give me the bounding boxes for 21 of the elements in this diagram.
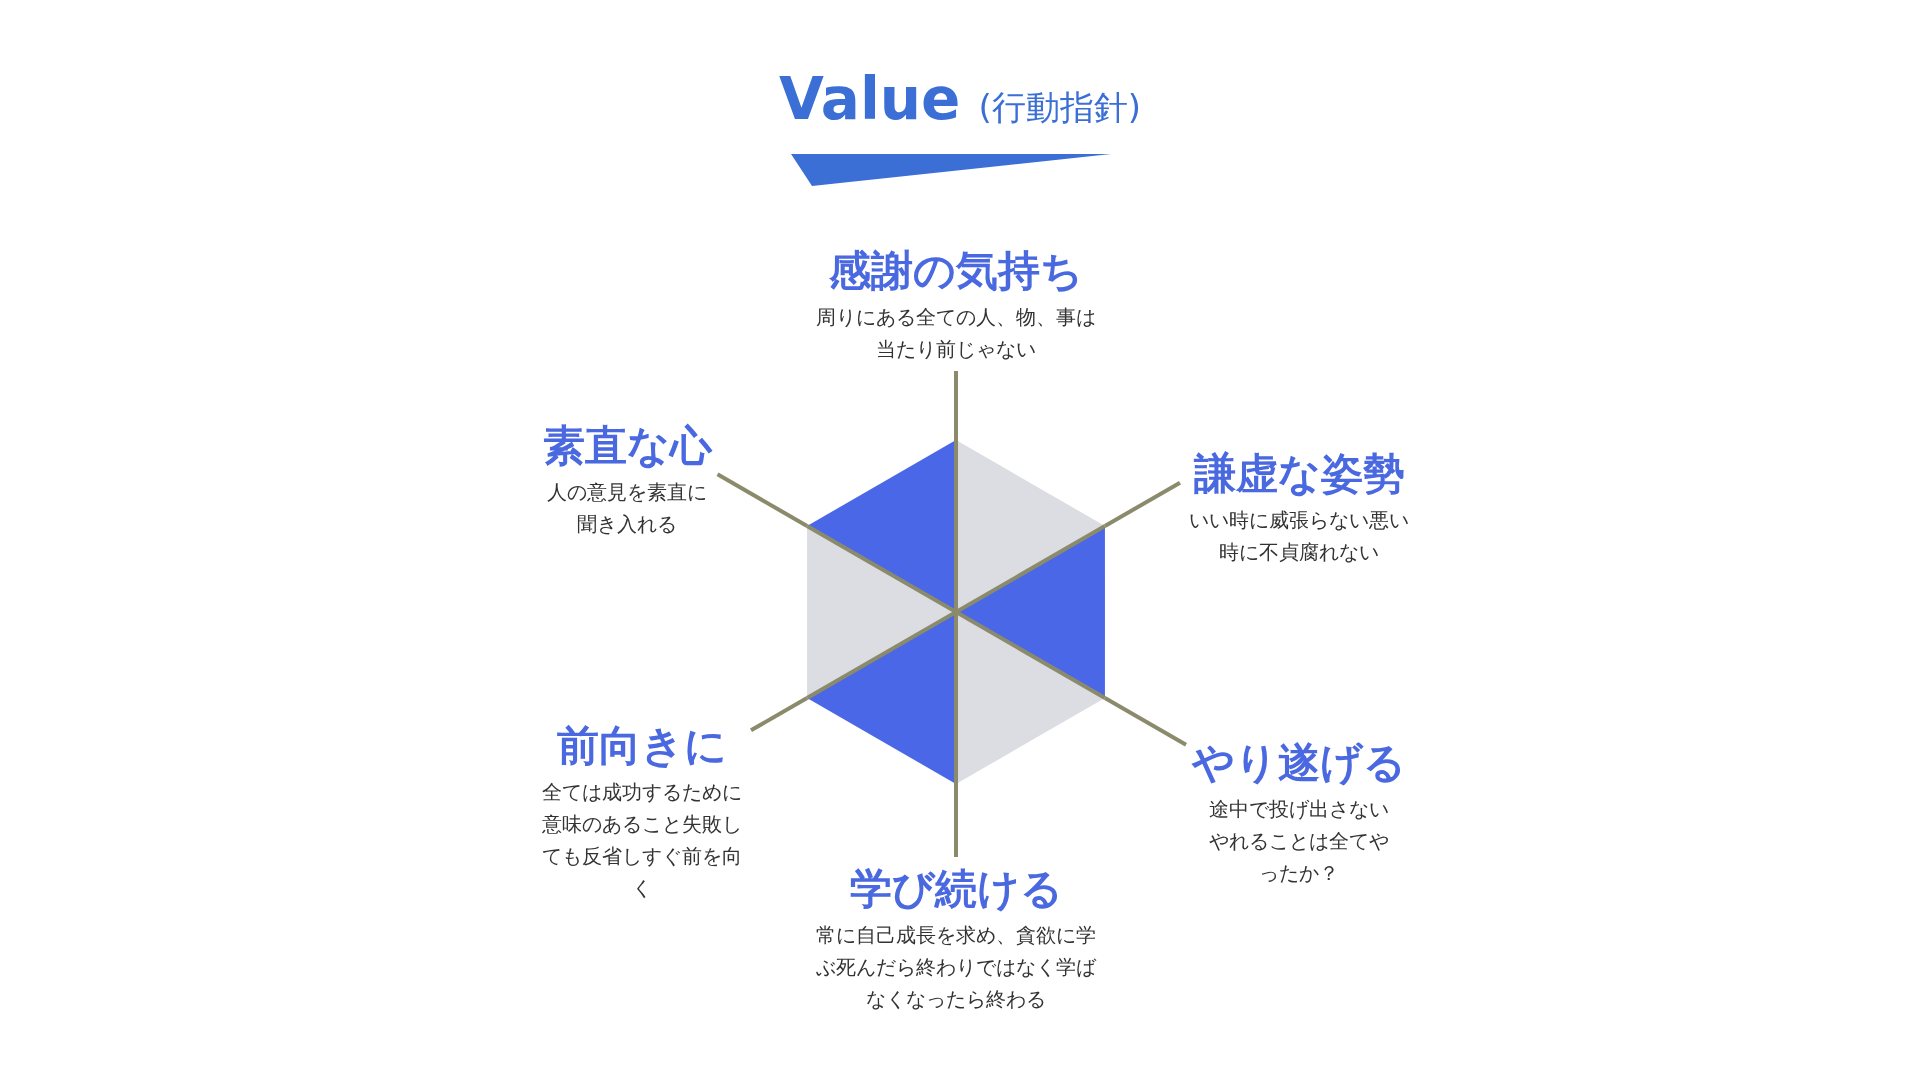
value-description: 全ては成功するために意味のあること失敗しても反省しすぐ前を向く	[541, 779, 743, 902]
spoke-line	[750, 696, 809, 733]
spoke-line	[954, 371, 958, 440]
value-description: 途中で投げ出さないやれることは全てやったか？	[1208, 796, 1390, 887]
value-heading: やり遂げる	[1192, 737, 1406, 789]
value-heading: 前向きに	[557, 720, 727, 772]
value-description: いい時に威張らない悪い時に不貞腐れない	[1188, 507, 1410, 566]
title: Value	[779, 64, 961, 135]
value-description: 周りにある全ての人、物、事は当たり前じゃない	[815, 304, 1097, 363]
spoke-line	[1103, 480, 1181, 528]
spoke-line	[1103, 696, 1187, 747]
value-heading: 素直な心	[542, 420, 712, 472]
hexagon-drawing	[806, 440, 1106, 784]
spoke-line	[954, 784, 958, 857]
value-heading: 謙虚な姿勢	[1193, 448, 1405, 500]
value-description: 常に自己成長を求め、貪欲に学ぶ死んだら終わりではなく学ばなくなったら終わる	[815, 922, 1098, 1013]
subtitle: (行動指針)	[978, 86, 1141, 129]
value-heading: 感謝の気持ち	[829, 245, 1083, 297]
value-heading: 学び続ける	[849, 863, 1063, 915]
value-description: 人の意見を素直に聞き入れる	[546, 479, 708, 538]
spoke-line	[716, 472, 809, 528]
